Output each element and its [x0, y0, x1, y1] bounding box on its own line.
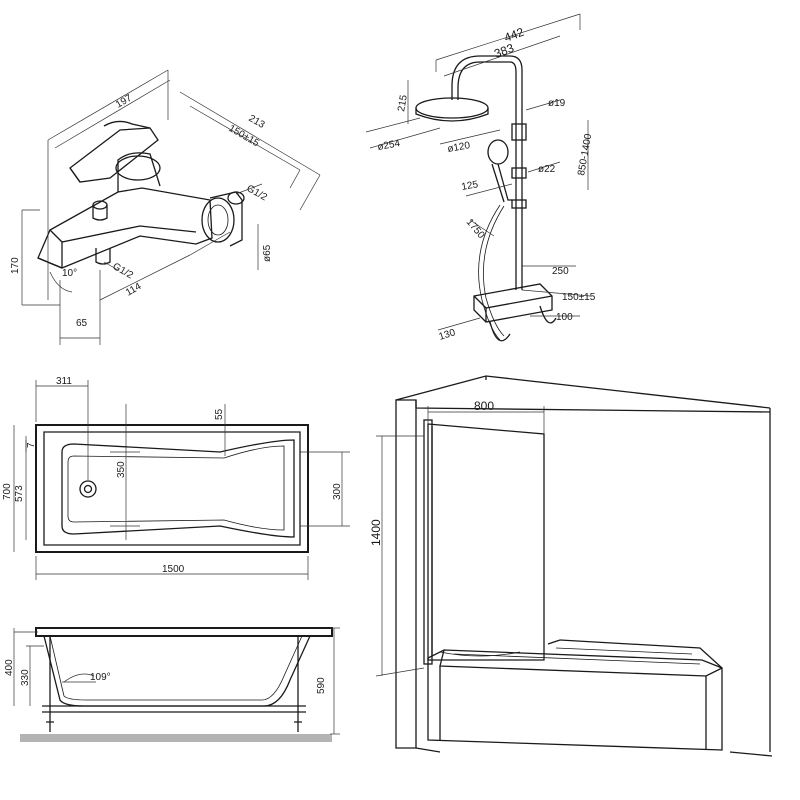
mixer-dim-65: 65 — [76, 318, 88, 329]
shower-dim-215: 215 — [396, 94, 410, 113]
bath-top-view: 311 55 7 700 573 350 300 1500 — [2, 376, 350, 580]
mixer-dim-170: 170 — [10, 257, 21, 274]
bath-dim-573: 573 — [14, 485, 25, 502]
bath-dim-700: 700 — [2, 483, 13, 500]
mixer-dim-d65: ø65 — [262, 244, 273, 262]
mixer-dim-197: 197 — [114, 93, 134, 111]
mixer-angle-10: 10° — [62, 268, 77, 279]
shower-dim-150: 150±15 — [562, 292, 596, 303]
shower-dim-d254: ø254 — [377, 138, 402, 153]
shower-dim-d22: ø22 — [538, 164, 556, 175]
bath-side-angle-109: 109° — [90, 672, 111, 683]
bath-dim-311: 311 — [56, 376, 72, 387]
mixer-thread-g12: G1/2 — [245, 183, 270, 204]
bath-dim-7: 7 — [26, 442, 37, 448]
bath-side-view: 400 330 109° 590 — [4, 627, 340, 742]
shower-dim-130: 130 — [438, 327, 458, 343]
bath-screen-drawing: 800 1400 — [369, 375, 773, 757]
bath-dim-350: 350 — [116, 461, 127, 478]
shower-dim-1750: 1750 — [464, 217, 487, 241]
bath-side-dim-590: 590 — [316, 677, 327, 694]
shower-system-drawing: 442 383 215 ø19 ø254 ø120 ø22 125 1750 8… — [365, 13, 596, 343]
screen-dim-1400: 1400 — [369, 519, 383, 546]
shower-dim-850-1400: 850-1400 — [576, 133, 594, 177]
shower-dim-383: 383 — [492, 41, 516, 61]
mixer-dim-114: 114 — [124, 281, 144, 299]
mixer-dim-213: 213 — [247, 113, 267, 131]
bath-dim-55: 55 — [214, 408, 225, 420]
bath-dim-300: 300 — [332, 483, 343, 500]
shower-dim-d19: ø19 — [548, 98, 566, 109]
bath-side-dim-330: 330 — [20, 669, 31, 686]
shower-dim-100: 100 — [556, 312, 573, 323]
shower-dim-125: 125 — [461, 179, 480, 193]
bath-side-dim-400: 400 — [4, 659, 15, 676]
bath-dim-1500: 1500 — [162, 564, 185, 575]
shower-dim-442: 442 — [502, 25, 526, 45]
shower-dim-250: 250 — [552, 266, 569, 277]
shower-dim-d120: ø120 — [447, 140, 472, 155]
mixer-thread-g12-bottom: G1/2 — [111, 261, 136, 282]
screen-dim-800: 800 — [474, 399, 494, 413]
bath-mixer-drawing: 197 213 150±15 G1/2 ø65 170 10° G1/2 114… — [10, 69, 321, 345]
